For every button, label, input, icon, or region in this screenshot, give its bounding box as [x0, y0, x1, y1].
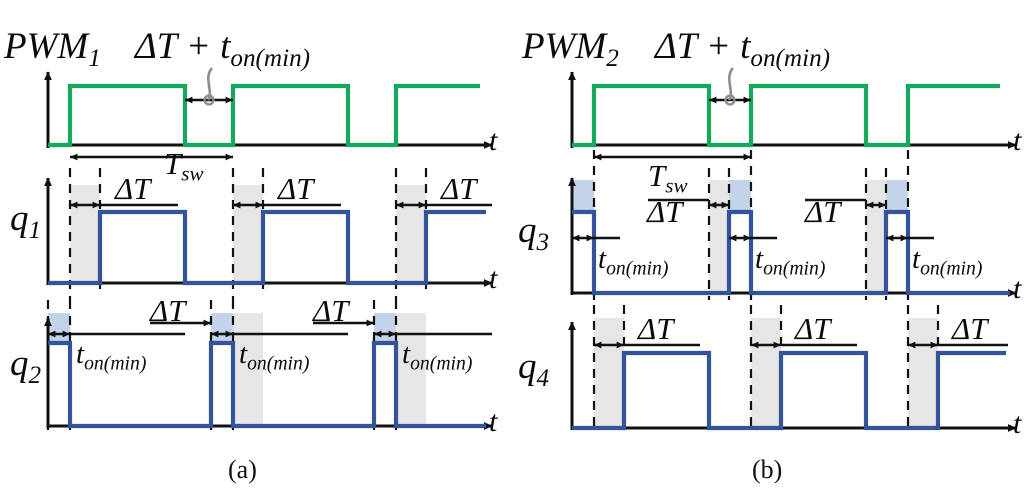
pwm1-signal-label: PWM1 — [4, 26, 101, 73]
deltaT-label-q4-2: ΔT — [795, 311, 831, 346]
tonmin-label-q2-1: ton(min) — [76, 338, 147, 375]
pwm1-headline-pointer — [184, 67, 233, 106]
tonmin-label-q3-3: ton(min) — [912, 243, 983, 280]
deltaT-label-q2-1: ΔT — [150, 293, 186, 328]
deltaT-label-q1-3: ΔT — [441, 171, 477, 206]
q4-signal-label: q4 — [518, 346, 550, 393]
pwm1-waveform — [48, 83, 480, 148]
pwm2-axes — [568, 71, 1017, 149]
tsw-label-a: Tsw — [164, 146, 204, 186]
shaded-band-group-q4 — [594, 318, 938, 428]
q4-waveform — [572, 350, 1006, 431]
pwm2-headline-pointer — [708, 67, 751, 106]
tonmin-label-q2-2: ton(min) — [239, 338, 310, 375]
shaded-band-group-q3 — [572, 180, 908, 295]
pwm2-signal-label: PWM2 — [522, 26, 619, 73]
pwm1-axes — [44, 71, 493, 149]
panel-caption-a: (a) — [228, 455, 257, 484]
deltaT-label-q4-3: ΔT — [952, 311, 988, 346]
q2-waveform — [48, 340, 486, 429]
t-axis-label-pwm2: t — [1013, 124, 1022, 157]
t-axis-label-pwm1: t — [489, 124, 498, 157]
t-axis-label-q2: t — [489, 405, 498, 438]
tonmin-label-q3-1: ton(min) — [598, 243, 669, 280]
t-axis-label-q1: t — [489, 262, 498, 295]
tonmin-label-q2-3: ton(min) — [402, 338, 473, 375]
deltaT-label-q1-1: ΔT — [115, 171, 151, 206]
q1-signal-label: q1 — [10, 198, 42, 245]
q1-waveform — [48, 209, 486, 286]
deltaT-label-q3-2: ΔT — [805, 194, 841, 229]
tonmin-label-q3-2: ton(min) — [755, 243, 826, 280]
deltaT-label-q1-2: ΔT — [278, 171, 314, 206]
q4-axes — [568, 321, 1017, 432]
pwm1-headline-annotation: ΔT + ton(min) — [135, 26, 311, 73]
alignment-guides-b — [592, 150, 940, 432]
deltaT-label-q4-1: ΔT — [638, 311, 674, 346]
t-axis-label-q4: t — [1013, 407, 1022, 440]
q3-waveform — [572, 209, 1010, 296]
pwm2-headline-annotation: ΔT + ton(min) — [655, 26, 831, 73]
dimension-deltaT-q3 — [648, 198, 886, 209]
tsw-label-b: Tsw — [648, 158, 688, 198]
t-axis-label-q3: t — [1013, 272, 1022, 305]
q3-signal-label: q3 — [518, 210, 550, 257]
deltaT-label-q3-1: ΔT — [647, 194, 683, 229]
q2-signal-label: q2 — [10, 343, 42, 390]
panel-caption-b: (b) — [752, 455, 783, 484]
deltaT-label-q2-2: ΔT — [313, 293, 349, 328]
pwm2-waveform — [572, 83, 1000, 148]
